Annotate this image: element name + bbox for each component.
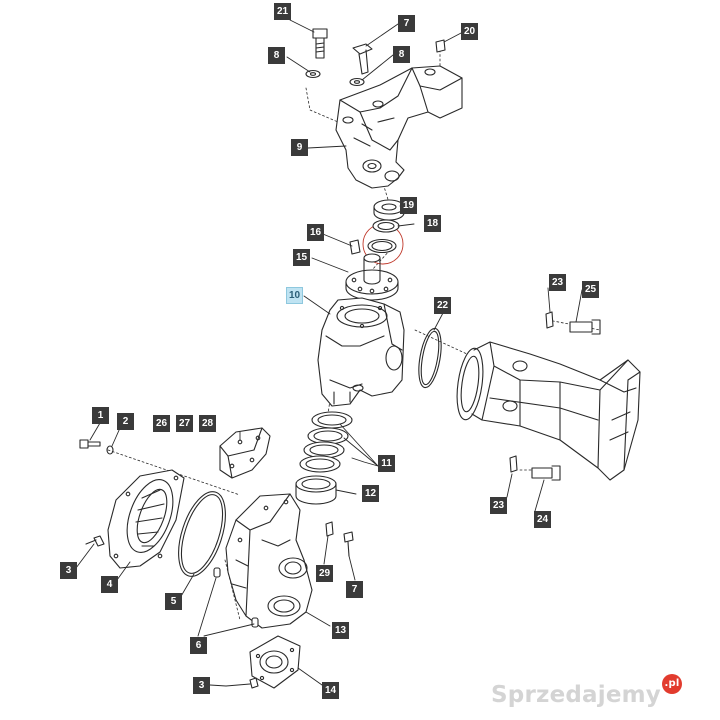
watermark: Sprzedajemy.pl <box>491 674 682 708</box>
callout-9: 9 <box>291 139 308 156</box>
callout-7-lower: 7 <box>346 581 363 598</box>
bolt-1 <box>79 439 101 449</box>
callout-29: 29 <box>316 565 333 582</box>
bearing-set-11 <box>299 411 353 473</box>
pin-23b <box>509 455 518 473</box>
bushing-12 <box>295 475 337 505</box>
callout-15: 15 <box>293 249 310 266</box>
callout-14: 14 <box>322 682 339 699</box>
o-ring-22 <box>418 327 442 389</box>
gearbox-housing-13 <box>225 493 313 629</box>
flange-15 <box>345 253 399 301</box>
callout-4: 4 <box>101 576 118 593</box>
callout-6: 6 <box>190 637 207 654</box>
dowel-6b <box>251 617 259 628</box>
o-ring-5 <box>178 491 226 577</box>
callout-10-highlighted: 10 <box>286 287 303 304</box>
callout-24: 24 <box>534 511 551 528</box>
bolt-3a <box>85 535 105 547</box>
callout-8-left: 8 <box>268 47 285 64</box>
callout-21: 21 <box>274 3 291 20</box>
dowel-6a <box>213 567 221 578</box>
callout-7-top: 7 <box>398 15 415 32</box>
bolt-21 <box>312 28 328 59</box>
bolt-24 <box>531 465 561 481</box>
bolt-25 <box>569 319 601 335</box>
callout-20: 20 <box>461 23 478 40</box>
callout-13: 13 <box>332 622 349 639</box>
callout-22: 22 <box>434 297 451 314</box>
watermark-text: Sprzedajemy <box>491 682 661 708</box>
seal-18 <box>362 219 404 265</box>
callout-18: 18 <box>424 215 441 232</box>
leader-lines <box>75 14 583 687</box>
bolt-7-top <box>352 43 373 75</box>
callout-19: 19 <box>400 197 417 214</box>
housing-10 <box>317 297 405 407</box>
cover-26-28 <box>219 427 271 479</box>
callout-23-bottom: 23 <box>490 497 507 514</box>
callout-3-bottom: 3 <box>193 677 210 694</box>
flange-housing-4 <box>107 469 185 569</box>
washer-8b <box>349 77 365 87</box>
pin-29 <box>325 521 334 537</box>
callout-11: 11 <box>378 455 395 472</box>
callout-1: 1 <box>92 407 109 424</box>
callout-8-right: 8 <box>393 46 410 63</box>
callout-23-top: 23 <box>549 274 566 291</box>
callout-2: 2 <box>117 413 134 430</box>
callout-16: 16 <box>307 224 324 241</box>
washer-2 <box>106 445 114 455</box>
bracket-9 <box>335 65 463 189</box>
axle-housing <box>456 341 641 481</box>
bolt-3b <box>225 677 259 689</box>
pin-23a <box>545 311 554 329</box>
bolt-7-lower <box>343 531 354 557</box>
callout-28: 28 <box>199 415 216 432</box>
washer-8a <box>305 69 321 79</box>
callout-3-left: 3 <box>60 562 77 579</box>
callout-25: 25 <box>582 281 599 298</box>
bolt-16 <box>349 239 361 255</box>
callout-5: 5 <box>165 593 182 610</box>
pin-20 <box>435 39 446 53</box>
callout-12: 12 <box>362 485 379 502</box>
callout-27: 27 <box>176 415 193 432</box>
flange-plate-14 <box>249 635 301 689</box>
callout-26: 26 <box>153 415 170 432</box>
watermark-badge: .pl <box>662 674 682 694</box>
